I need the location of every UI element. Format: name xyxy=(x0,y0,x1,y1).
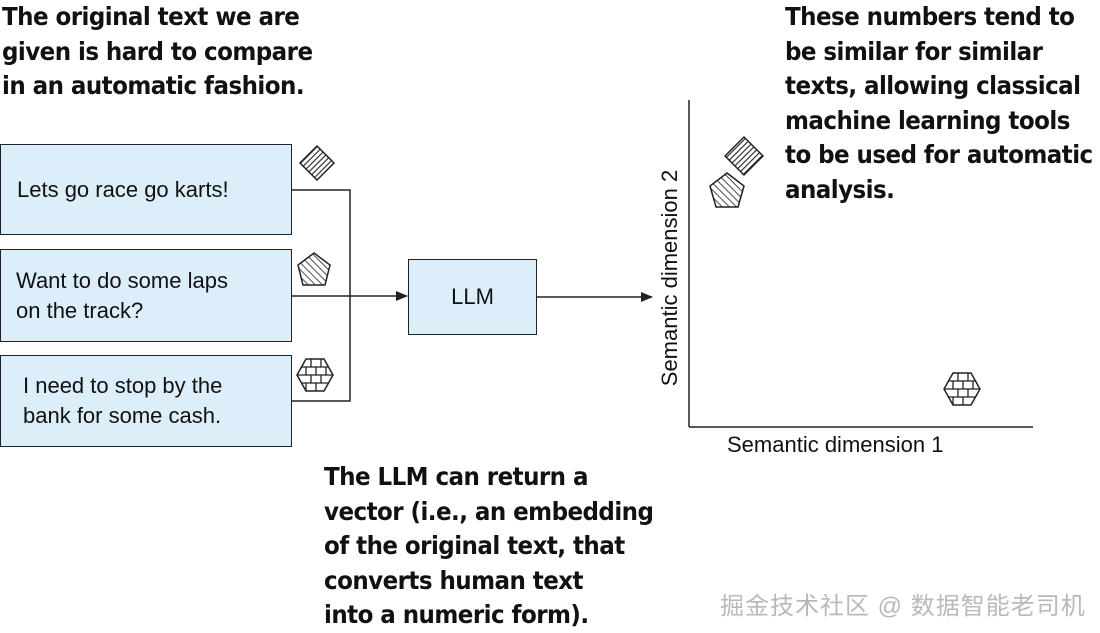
text-box-karts: Lets go race go karts! xyxy=(0,144,292,235)
note-line: in an automatic fashion. xyxy=(2,71,305,100)
connector-box1 xyxy=(292,189,351,296)
llm-label: LLM xyxy=(451,284,494,309)
note-line: converts human text xyxy=(324,565,584,595)
watermark: 掘金技术社区 @ 数据智能老司机 xyxy=(720,593,1086,620)
plotted-striped-pentagon-icon xyxy=(709,172,745,208)
text-box-line: Want to do some laps xyxy=(16,267,228,293)
note-line: analysis. xyxy=(785,174,895,204)
note-original-text: The original text we are given is hard t… xyxy=(2,0,313,104)
note-line: of the original text, that xyxy=(324,531,625,560)
note-line: to be used for automatic xyxy=(785,140,1093,169)
plot-axes xyxy=(688,100,1033,428)
note-line: vector (i.e., an embedding xyxy=(324,496,654,526)
text-box-laps: Want to do some laps on the track? xyxy=(0,249,292,342)
note-similar-numbers: These numbers tend to be similar for sim… xyxy=(785,0,1093,207)
connector-lines xyxy=(292,189,653,402)
text-box-line: on the track? xyxy=(16,297,144,323)
connector-box3 xyxy=(292,296,351,402)
note-line: texts, allowing classical xyxy=(785,71,1081,100)
llm-box: LLM xyxy=(408,259,537,335)
note-line: The LLM can return a xyxy=(324,462,588,491)
brick-hexagon-icon xyxy=(296,358,334,392)
plotted-striped-diamond-icon xyxy=(723,135,765,177)
note-line: given is hard to compare xyxy=(2,36,313,66)
striped-pentagon-icon xyxy=(297,252,331,286)
text-box-line: bank for some cash. xyxy=(23,403,222,428)
note-line: The original text we are xyxy=(2,2,300,31)
x-axis-label: Semantic dimension 1 xyxy=(727,432,944,457)
note-line: be similar for similar xyxy=(785,36,1043,66)
y-axis-label: Semantic dimension 2 xyxy=(657,169,682,387)
text-box-bank: I need to stop by the bank for some cash… xyxy=(0,355,292,447)
striped-diamond-icon xyxy=(298,144,336,182)
plotted-brick-hexagon-icon xyxy=(943,372,981,406)
note-line: These numbers tend to xyxy=(785,2,1075,31)
note-line: machine learning tools xyxy=(785,105,1070,135)
note-line: into a numeric form). xyxy=(324,600,589,629)
note-llm-vector: The LLM can return a vector (i.e., an em… xyxy=(324,460,654,633)
text-box-line: I need to stop by the xyxy=(23,373,223,398)
text-box-line: Lets go race go karts! xyxy=(17,176,229,202)
